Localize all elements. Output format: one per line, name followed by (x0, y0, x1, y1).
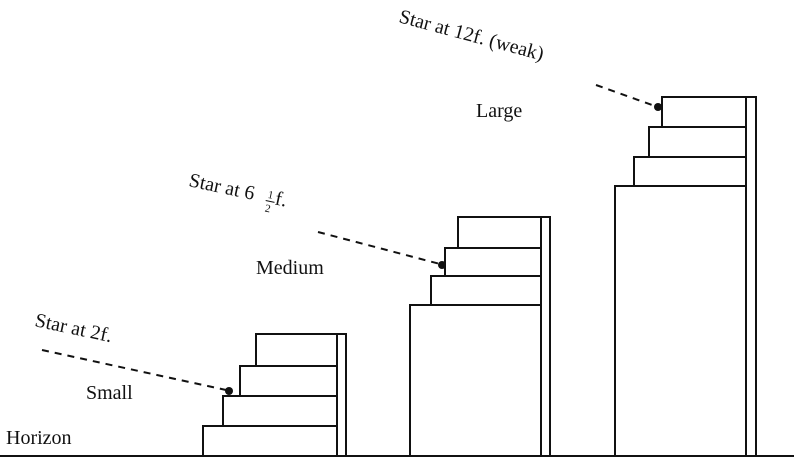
medium-altar-step-1 (430, 275, 542, 306)
medium-altar-step-2 (444, 247, 542, 277)
large-altar (614, 96, 757, 457)
small-altar (202, 333, 347, 457)
small-sightline (41, 349, 227, 391)
medium-star-label-tail: f. (273, 188, 289, 212)
large-altar-base (614, 185, 747, 457)
medium-size-label: Medium (256, 257, 324, 279)
small-altar-step-3 (239, 365, 338, 397)
small-size-label: Small (86, 382, 133, 404)
medium-star-label-main: Star at 6 (187, 169, 257, 204)
large-star-label: Star at 12f. (weak) (397, 6, 546, 66)
medium-altar-step-3 (457, 216, 542, 249)
large-observation-dot (654, 103, 662, 111)
horizon-label: Horizon (6, 427, 72, 449)
large-size-label: Large (476, 100, 522, 122)
medium-observation-dot (438, 261, 446, 269)
small-altar-side-wall (336, 333, 347, 457)
medium-star-label-frac-bar (265, 199, 275, 203)
medium-sightline (317, 231, 441, 265)
small-star-label: Star at 2f. (33, 309, 114, 347)
medium-star-label-frac-den: 2 (264, 203, 272, 216)
medium-altar (409, 216, 551, 457)
medium-altar-side-wall (540, 216, 551, 457)
small-altar-step-1 (202, 425, 338, 457)
large-altar-step-1 (633, 156, 747, 187)
small-altar-step-2 (222, 395, 338, 427)
medium-altar-base (409, 304, 542, 457)
medium-star-label-frac-num: 1 (267, 189, 275, 202)
large-altar-side-wall (745, 96, 757, 457)
small-altar-step-4 (255, 333, 338, 367)
large-sightline (595, 84, 656, 107)
large-altar-step-2 (648, 126, 747, 158)
small-observation-dot (225, 387, 233, 395)
medium-star-label: Star at 6 1 2 f. (187, 169, 289, 216)
large-altar-step-3 (661, 96, 747, 128)
